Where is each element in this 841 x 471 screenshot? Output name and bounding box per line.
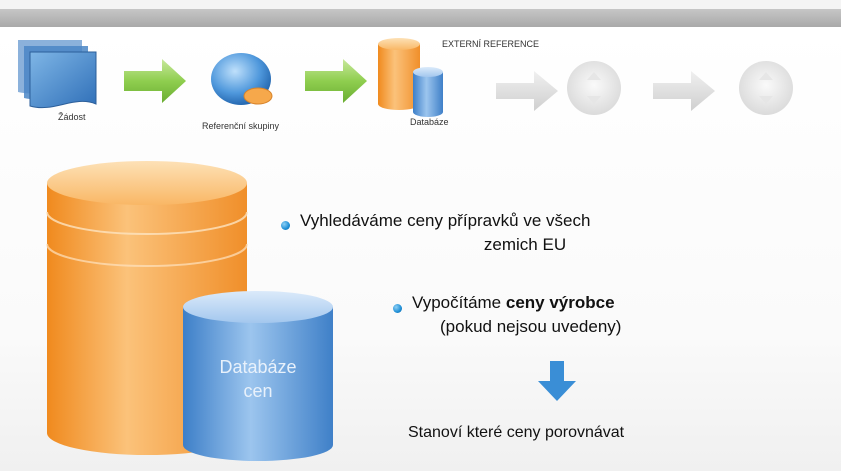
bullet-2-prefix: Vypočítáme	[412, 293, 502, 312]
bullet-dot	[393, 304, 402, 313]
reference-groups-icon	[211, 53, 273, 105]
swap-vertical-icon	[739, 61, 793, 115]
arrow-right-icon	[496, 71, 558, 111]
result-text: Stanoví které ceny porovnávat	[408, 424, 625, 441]
bullet-1-line-2: zemich EU	[483, 235, 567, 254]
bullet-1-line-1: Vyhledáváme ceny přípravků ve všech	[300, 211, 591, 230]
step-label-databaze: Databáze	[410, 117, 449, 127]
arrow-right-icon	[124, 59, 186, 103]
bullet-2-bold: ceny výrobce	[505, 293, 615, 312]
arrow-right-icon	[653, 71, 715, 111]
bullet-dot	[281, 221, 290, 230]
database-label: Databáze cen	[183, 355, 333, 403]
document-stack-icon	[18, 40, 97, 109]
bullet-2-line-1: Vypočítáme ceny výrobce	[412, 292, 615, 314]
bullet-2-line-2: (pokud nejsou uvedeny)	[440, 317, 622, 336]
header-bar	[0, 9, 841, 27]
swap-vertical-icon	[567, 61, 621, 115]
price-database-cylinder	[183, 291, 333, 461]
arrow-down-icon	[538, 361, 576, 401]
database-icon	[378, 38, 443, 117]
external-reference-label: EXTERNÍ REFERENCE	[442, 39, 540, 49]
step-label-zadost: Žádost	[58, 112, 86, 122]
arrow-right-icon	[305, 59, 367, 103]
database-label-line-2: cen	[243, 381, 273, 401]
step-label-referencni-skupiny: Referenční skupiny	[202, 121, 280, 131]
database-label-line-1: Databáze	[219, 357, 297, 377]
